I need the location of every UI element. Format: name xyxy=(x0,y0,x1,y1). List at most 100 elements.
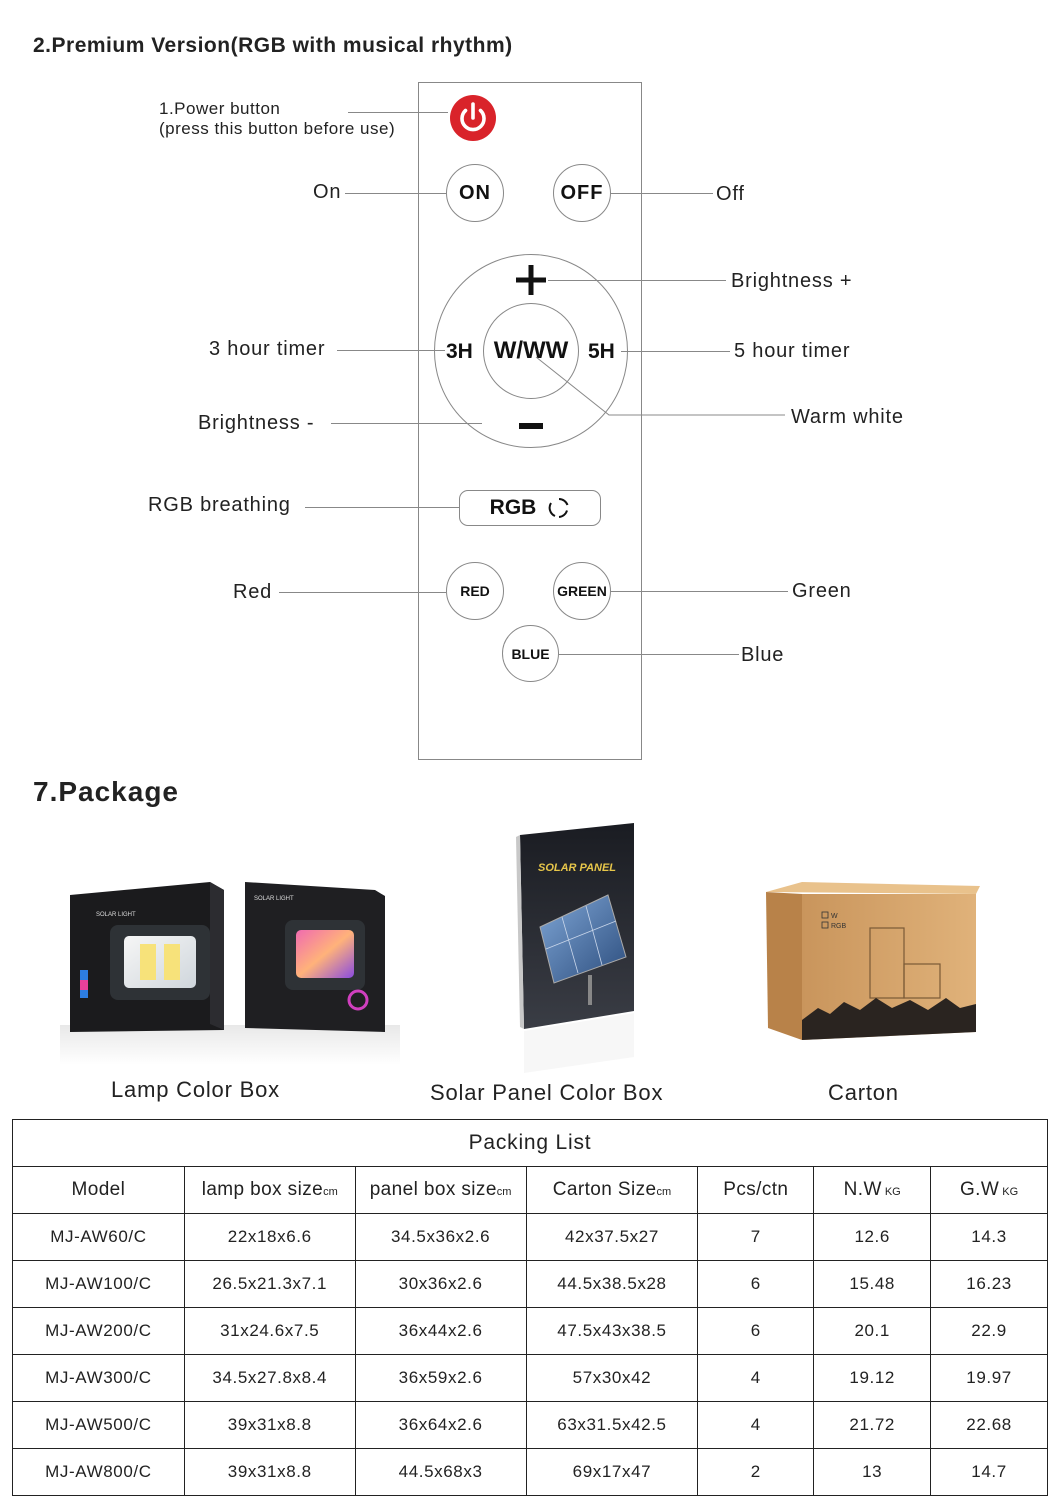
on-leader-line xyxy=(345,193,446,194)
table-cell: MJ-AW100/C xyxy=(12,1260,185,1308)
cycle-icon xyxy=(548,497,569,518)
warm-white-annotation: Warm white xyxy=(791,406,904,428)
rgb-breathing-button[interactable]: RGB xyxy=(459,490,601,526)
table-cell: 22x18x6.6 xyxy=(183,1213,356,1261)
power-annotation-line2: (press this button before use) xyxy=(159,119,396,138)
timer-3h-leader-line xyxy=(337,350,445,351)
red-leader-line xyxy=(279,592,446,593)
timer-5h-button[interactable]: 5H xyxy=(588,340,615,363)
table-cell: 22.68 xyxy=(930,1401,1048,1449)
table-cell: 47.5x43x38.5 xyxy=(525,1307,699,1355)
table-header-unit: cm xyxy=(496,1186,512,1198)
blue-button-label: BLUE xyxy=(511,645,550,662)
timer-5h-leader-line xyxy=(621,351,730,352)
table-cell: MJ-AW60/C xyxy=(12,1213,185,1261)
power-annotation-line1: 1.Power button xyxy=(159,99,281,118)
table-cell: 36x44x2.6 xyxy=(354,1307,527,1355)
off-button[interactable]: OFF xyxy=(553,164,611,222)
brightness-minus-annotation: Brightness - xyxy=(198,412,315,434)
table-cell: MJ-AW200/C xyxy=(12,1307,185,1355)
plus-icon xyxy=(516,265,546,295)
table-cell: 2 xyxy=(697,1448,815,1496)
table-cell: 34.5x27.8x8.4 xyxy=(183,1354,356,1402)
power-leader-line xyxy=(348,112,448,113)
timer-3h-annotation: 3 hour timer xyxy=(209,338,326,360)
table-cell: 16.23 xyxy=(930,1260,1048,1308)
table-cell: 63x31.5x42.5 xyxy=(525,1401,699,1449)
table-cell: 36x59x2.6 xyxy=(354,1354,527,1402)
table-header-label: panel box size xyxy=(369,1179,497,1200)
table-header-cell: Model xyxy=(12,1166,185,1214)
carton-check-rgb: RGB xyxy=(831,923,847,930)
table-header-label: Model xyxy=(71,1179,126,1200)
off-leader-line xyxy=(611,193,713,194)
brightness-plus-annotation: Brightness + xyxy=(731,270,853,292)
carton-caption: Carton xyxy=(828,1080,899,1105)
red-button[interactable]: RED xyxy=(446,562,504,620)
solar-panel-color-box-caption: Solar Panel Color Box xyxy=(430,1080,664,1105)
on-annotation: On xyxy=(313,181,342,203)
table-cell: 39x31x8.8 xyxy=(183,1448,356,1496)
rgb-breathing-annotation: RGB breathing xyxy=(148,494,291,516)
solar-panel-color-box-image: SOLAR PANEL xyxy=(516,823,634,1073)
red-button-label: RED xyxy=(460,583,490,599)
table-cell: MJ-AW500/C xyxy=(12,1401,185,1449)
power-icon xyxy=(450,95,496,141)
table-cell: 15.48 xyxy=(813,1260,932,1308)
table-header-unit: cm xyxy=(656,1186,672,1198)
lamp-color-box-caption: Lamp Color Box xyxy=(111,1077,280,1102)
table-header-label: lamp box size xyxy=(201,1179,324,1200)
on-button[interactable]: ON xyxy=(446,164,504,222)
green-button[interactable]: GREEN xyxy=(553,562,611,620)
table-cell: 39x31x8.8 xyxy=(183,1401,356,1449)
rgb-button-label: RGB xyxy=(489,496,537,519)
table-cell: 14.3 xyxy=(930,1213,1048,1261)
table-cell: 44.5x38.5x28 xyxy=(525,1260,699,1308)
minus-icon xyxy=(519,423,543,429)
timer-5h-annotation: 5 hour timer xyxy=(734,340,851,362)
table-cell: MJ-AW800/C xyxy=(12,1448,185,1496)
lamp-box-text: SOLAR LIGHT xyxy=(96,912,136,918)
table-header-cell: G.W KG xyxy=(930,1166,1048,1214)
table-header-label: N.W xyxy=(843,1179,882,1200)
table-header-cell: Carton Sizecm xyxy=(525,1166,699,1214)
rgb-box-text: SOLAR LIGHT xyxy=(254,896,294,902)
green-button-label: GREEN xyxy=(557,583,607,599)
table-cell: 14.7 xyxy=(930,1448,1048,1496)
rgb-leader-line xyxy=(305,507,459,508)
warm-white-button[interactable] xyxy=(483,303,579,399)
table-cell: 4 xyxy=(697,1354,815,1402)
packing-list-title: Packing List xyxy=(12,1119,1048,1167)
table-header-label: G.W xyxy=(959,1179,1000,1200)
brightness-minus-leader-line xyxy=(331,423,482,424)
off-annotation: Off xyxy=(716,183,745,205)
table-cell: 19.97 xyxy=(930,1354,1048,1402)
table-cell: 7 xyxy=(697,1213,815,1261)
table-cell: 19.12 xyxy=(813,1354,932,1402)
red-annotation: Red xyxy=(233,581,273,603)
table-cell: 20.1 xyxy=(813,1307,932,1355)
blue-annotation: Blue xyxy=(741,644,785,666)
carton-image: W RGB xyxy=(766,882,980,1040)
brightness-plus-button[interactable] xyxy=(513,262,549,298)
lamp-color-box-image: SOLAR LIGHT SOLAR LIGHT xyxy=(60,882,400,1065)
table-cell: 6 xyxy=(697,1307,815,1355)
brightness-minus-button[interactable] xyxy=(518,419,544,431)
table-header-unit: KG xyxy=(999,1186,1019,1198)
table-cell: MJ-AW300/C xyxy=(12,1354,185,1402)
table-cell: 6 xyxy=(697,1260,815,1308)
blue-button[interactable]: BLUE xyxy=(502,625,559,682)
brightness-plus-leader-line xyxy=(548,280,726,281)
table-header-label: Carton Size xyxy=(552,1179,657,1200)
timer-3h-button[interactable]: 3H xyxy=(446,340,473,363)
table-cell: 30x36x2.6 xyxy=(354,1260,527,1308)
power-button[interactable] xyxy=(449,94,497,142)
